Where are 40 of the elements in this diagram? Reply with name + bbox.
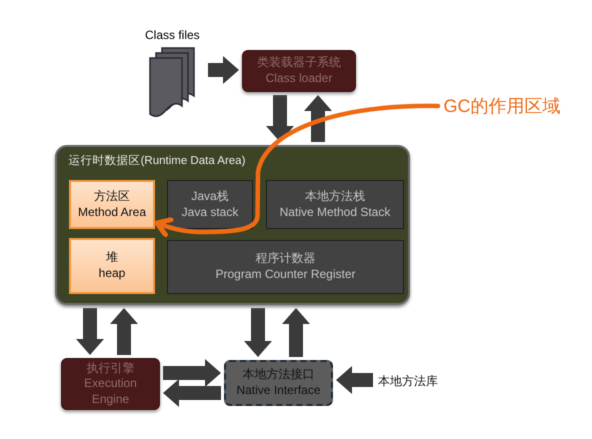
node-label: Method Area: [78, 204, 146, 220]
block-arrow: [282, 308, 310, 357]
engine-box: [61, 358, 160, 410]
node-label: Class loader: [266, 71, 332, 87]
node-label: Java栈: [191, 188, 229, 204]
node-label: 方法区: [94, 188, 130, 204]
block-arrow: [336, 366, 373, 394]
memory-box: [167, 240, 404, 294]
node-label: 执行引擎: [86, 360, 134, 376]
block-arrow: [76, 308, 104, 355]
node-label: 程序计数器: [256, 251, 316, 267]
node-label: 本地方法栈: [305, 188, 365, 204]
node-label: 类装载器子系统: [257, 55, 341, 71]
block-arrow: [163, 359, 221, 387]
block-arrow: [208, 56, 239, 84]
node-label: Native Interface: [236, 383, 321, 399]
node-label: 堆: [106, 250, 118, 266]
interface-box: [224, 360, 333, 406]
block-arrow: [304, 95, 332, 142]
block-arrow: [244, 308, 272, 357]
memory-box: [266, 180, 404, 229]
curved-arrow: [154, 104, 440, 238]
node-label: heap: [98, 266, 126, 282]
block-arrow: [163, 379, 221, 407]
block-arrow: [110, 308, 138, 355]
memory-box: [69, 180, 155, 229]
node-label: 本地方法库: [376, 372, 440, 390]
annotation-text: GC的作用区域: [440, 94, 564, 118]
memory-box: [167, 180, 253, 229]
node-label: Java stack: [182, 204, 238, 220]
node-label: Execution Engine: [83, 376, 138, 408]
loader-box: [242, 50, 356, 92]
node-label: Native Method Stack: [280, 204, 390, 220]
memory-box: [69, 238, 155, 294]
area-panel: [55, 145, 410, 305]
panel-title: 运行时数据区(Runtime Data Area): [68, 154, 246, 169]
node-heading: Class files: [145, 28, 200, 44]
block-arrow: [266, 95, 294, 142]
node-label: 本地方法接口: [242, 367, 314, 383]
node-label: Program Counter Register: [215, 267, 356, 283]
